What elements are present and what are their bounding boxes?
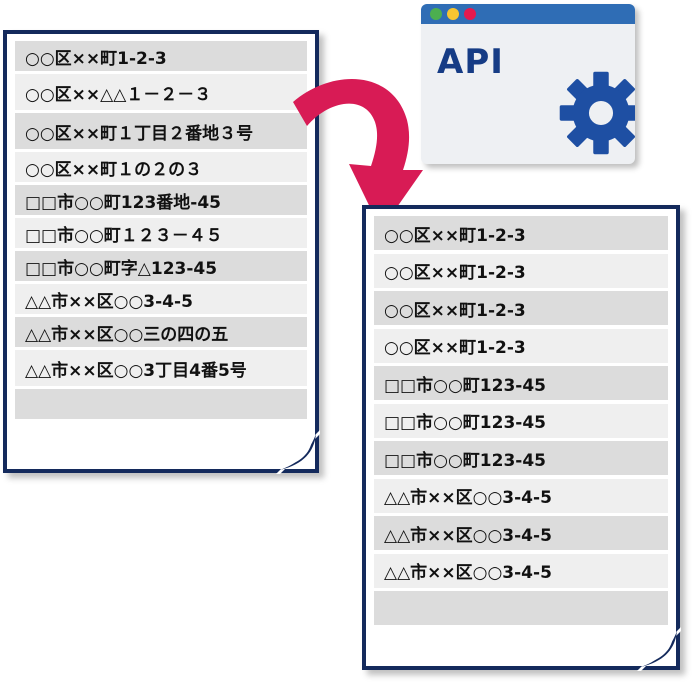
page-curl-icon [637,627,681,671]
list-item: □□市○○町123-45 [374,441,668,475]
gear-icon [559,71,635,155]
window-dot-icon [430,8,442,20]
list-item: ○○区××町１丁目２番地３号 [15,113,307,149]
list-item: △△市××区○○3-4-5 [374,478,668,513]
source-address-list: ○○区××町1-2-3 ○○区××△△１－２－３ ○○区××町１丁目２番地３号 … [15,41,307,422]
list-item: ○○区××町1-2-3 [374,291,668,325]
list-item: ○○区××町1-2-3 [374,328,668,363]
list-item: △△市××区○○三の四の五 [15,317,307,347]
source-address-document: ○○区××町1-2-3 ○○区××△△１－２－３ ○○区××町１丁目２番地３号 … [3,30,320,474]
list-item: □□市○○町１２３－４５ [15,218,307,248]
curved-arrow-icon [293,79,423,230]
list-item: ○○区××町1-2-3 [374,216,668,250]
list-item: □□市○○町123-45 [374,366,668,400]
list-item: □□市○○町123-45 [374,403,668,438]
list-item: △△市××区○○3-4-5 [15,284,307,314]
list-item: □□市○○町123番地-45 [15,185,307,215]
api-window: API [421,4,635,164]
list-item: □□市○○町字△123-45 [15,251,307,281]
normalized-address-list: ○○区××町1-2-3 ○○区××町1-2-3 ○○区××町1-2-3 ○○区×… [374,216,668,629]
list-item: △△市××区○○3-4-5 [374,516,668,550]
list-item [15,389,307,419]
window-dot-icon [464,8,476,20]
list-item: ○○区××町1-2-3 [374,253,668,288]
normalized-address-document: ○○区××町1-2-3 ○○区××町1-2-3 ○○区××町1-2-3 ○○区×… [362,205,681,671]
list-item: ○○区××町1-2-3 [15,41,307,71]
window-dot-icon [447,8,459,20]
page-curl-icon [276,430,320,474]
list-item: ○○区××町１の２の３ [15,152,307,182]
list-item: ○○区××△△１－２－３ [15,74,307,110]
list-item: △△市××区○○3-4-5 [374,553,668,588]
list-item [374,591,668,625]
list-item: △△市××区○○3丁目4番5号 [15,350,307,386]
api-label: API [437,42,504,82]
api-window-titlebar [421,4,635,24]
